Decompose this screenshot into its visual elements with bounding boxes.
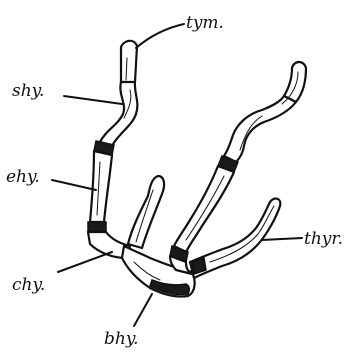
epihyal-bone bbox=[90, 151, 112, 222]
left-anterior-horn bbox=[88, 41, 137, 258]
leader-shy bbox=[64, 96, 122, 104]
stylohyal-bone bbox=[100, 82, 137, 146]
label-bhy: bhy. bbox=[104, 329, 139, 349]
label-chy: chy. bbox=[12, 275, 45, 295]
label-ehy: ehy. bbox=[6, 167, 40, 187]
leader-chy bbox=[58, 252, 112, 272]
right-stylohyal-bone bbox=[224, 96, 296, 162]
label-shy: shy. bbox=[12, 81, 44, 101]
leader-thyr bbox=[262, 238, 302, 240]
label-tym: tym. bbox=[186, 13, 224, 33]
joint-epi-ceratohyal bbox=[88, 222, 106, 232]
lesser-horn bbox=[128, 176, 164, 248]
leader-ehy bbox=[52, 180, 96, 190]
right-tip-bone bbox=[284, 62, 306, 102]
tympanohyal-bone bbox=[121, 41, 137, 87]
right-epihyal-bone bbox=[174, 166, 234, 252]
leader-bhy bbox=[134, 294, 152, 326]
label-thyr: thyr. bbox=[304, 229, 343, 249]
leader-tym bbox=[136, 24, 184, 48]
